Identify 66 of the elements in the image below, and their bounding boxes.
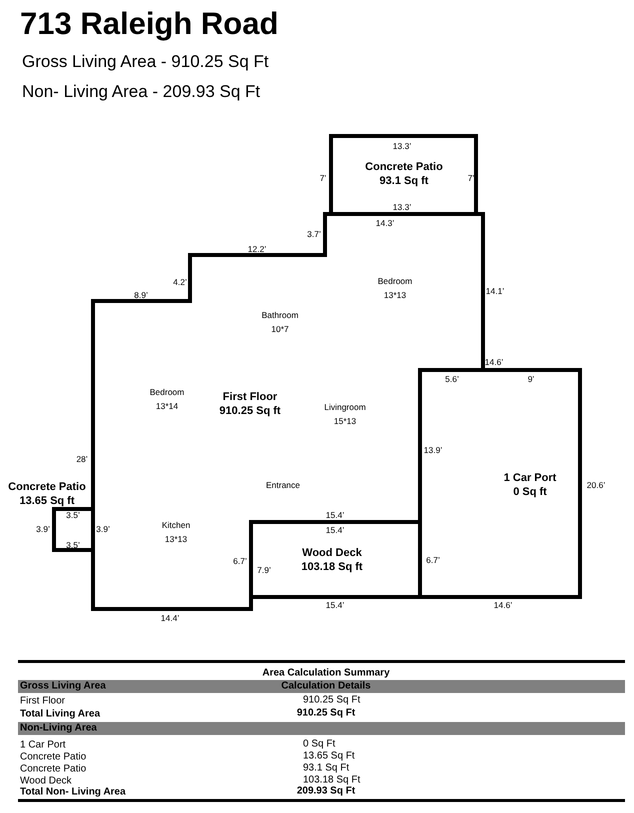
dimension-label: 6.7’	[426, 555, 440, 565]
dimension-label: 13.3’	[392, 141, 412, 151]
area-size: 13.65 Sq ft	[19, 495, 75, 507]
dimension-label: 4.2’	[173, 277, 187, 287]
table-cell: Total Non- Living Area	[20, 786, 126, 798]
table-cell: Concrete Patio	[20, 752, 86, 762]
table-cell: 0 Sq Ft	[303, 738, 336, 750]
table-cell: Wood Deck	[20, 776, 72, 786]
dimension-label: 14.1’	[486, 286, 504, 296]
area-size: 103.18 Sq ft	[301, 561, 363, 573]
table-cell: Concrete Patio	[20, 764, 86, 774]
dimension-label: 15.4’	[326, 600, 344, 610]
room-label: Entrance	[266, 479, 300, 492]
area-size: 93.1 Sq ft	[380, 175, 428, 187]
dimension-label: 14.3’	[376, 218, 394, 228]
table-cell: 103.18 Sq Ft	[303, 774, 360, 786]
dimension-label: 7’	[468, 173, 474, 183]
header-cell: Gross Living Area	[20, 680, 106, 692]
dimension-label: 3.7’	[307, 229, 321, 239]
table-cell: Total Living Area	[20, 708, 100, 720]
dimension-label: 7’	[320, 173, 326, 183]
header-cell: Calculation Details	[281, 680, 371, 692]
subtitle: Non- Living Area - 209.93 Sq Ft	[22, 82, 260, 102]
dimension-label: 15.4’	[326, 510, 344, 520]
area-name: Concrete Patio	[8, 481, 86, 493]
room-label: Kitchen 13*13	[162, 519, 190, 546]
area-name: Concrete Patio	[365, 161, 443, 173]
table-cell: 910.25 Sq Ft	[296, 708, 356, 718]
header-cell: Non-Living Area	[20, 722, 97, 734]
area-name: 1 Car Port	[504, 472, 556, 484]
table-cell: First Floor	[20, 696, 65, 706]
room-label: Bedroom 13*14	[150, 386, 184, 413]
title: 713 Raleigh Road	[20, 6, 278, 42]
area-size: 910.25 Sq ft	[219, 405, 281, 417]
dimension-label: 3.9’	[36, 524, 50, 534]
dimension-label: 6.7’	[233, 556, 247, 566]
dimension-label: 15.4’	[326, 525, 344, 535]
table-title: Area Calculation Summary	[262, 668, 390, 678]
table-cell: 910.25 Sq Ft	[303, 694, 360, 706]
dimension-label: 3.5’	[66, 510, 80, 520]
room-label: Bedroom 13*13	[378, 275, 412, 302]
dimension-label: 14.6’	[484, 357, 504, 367]
dimension-label: 3.5’	[66, 540, 80, 550]
room-label: Livingroom 15*13	[324, 401, 366, 428]
dimension-label: 14.4’	[160, 613, 180, 623]
table-cell: 1 Car Port	[20, 740, 66, 750]
subtitle: Gross Living Area - 910.25 Sq Ft	[22, 52, 269, 72]
dimension-label: 13.9’	[424, 445, 442, 455]
area-name: First Floor	[222, 391, 278, 403]
table-cell: 93.1 Sq Ft	[303, 762, 350, 774]
room-label: Bathroom 10*7	[262, 309, 298, 336]
area-name: Wood Deck	[302, 547, 362, 559]
dimension-label: 20.6’	[586, 480, 606, 490]
dimension-label: 28’	[76, 454, 88, 464]
dimension-label: 8.9’	[134, 290, 148, 300]
dimension-label: 12.2’	[248, 244, 266, 254]
table-cell: 209.93 Sq Ft	[296, 786, 356, 796]
area-size: 0 Sq ft	[513, 486, 547, 498]
table-cell: 13.65 Sq Ft	[303, 750, 355, 762]
dimension-label: 5.6’	[445, 374, 459, 384]
dimension-label: 3.9’	[96, 524, 110, 534]
dimension-label: 14.6’	[494, 600, 512, 610]
dimension-label: 7.9’	[257, 565, 271, 575]
dimension-label: 9’	[528, 374, 534, 384]
first-floor-area	[90, 211, 486, 612]
dimension-label: 13.3’	[392, 202, 412, 212]
